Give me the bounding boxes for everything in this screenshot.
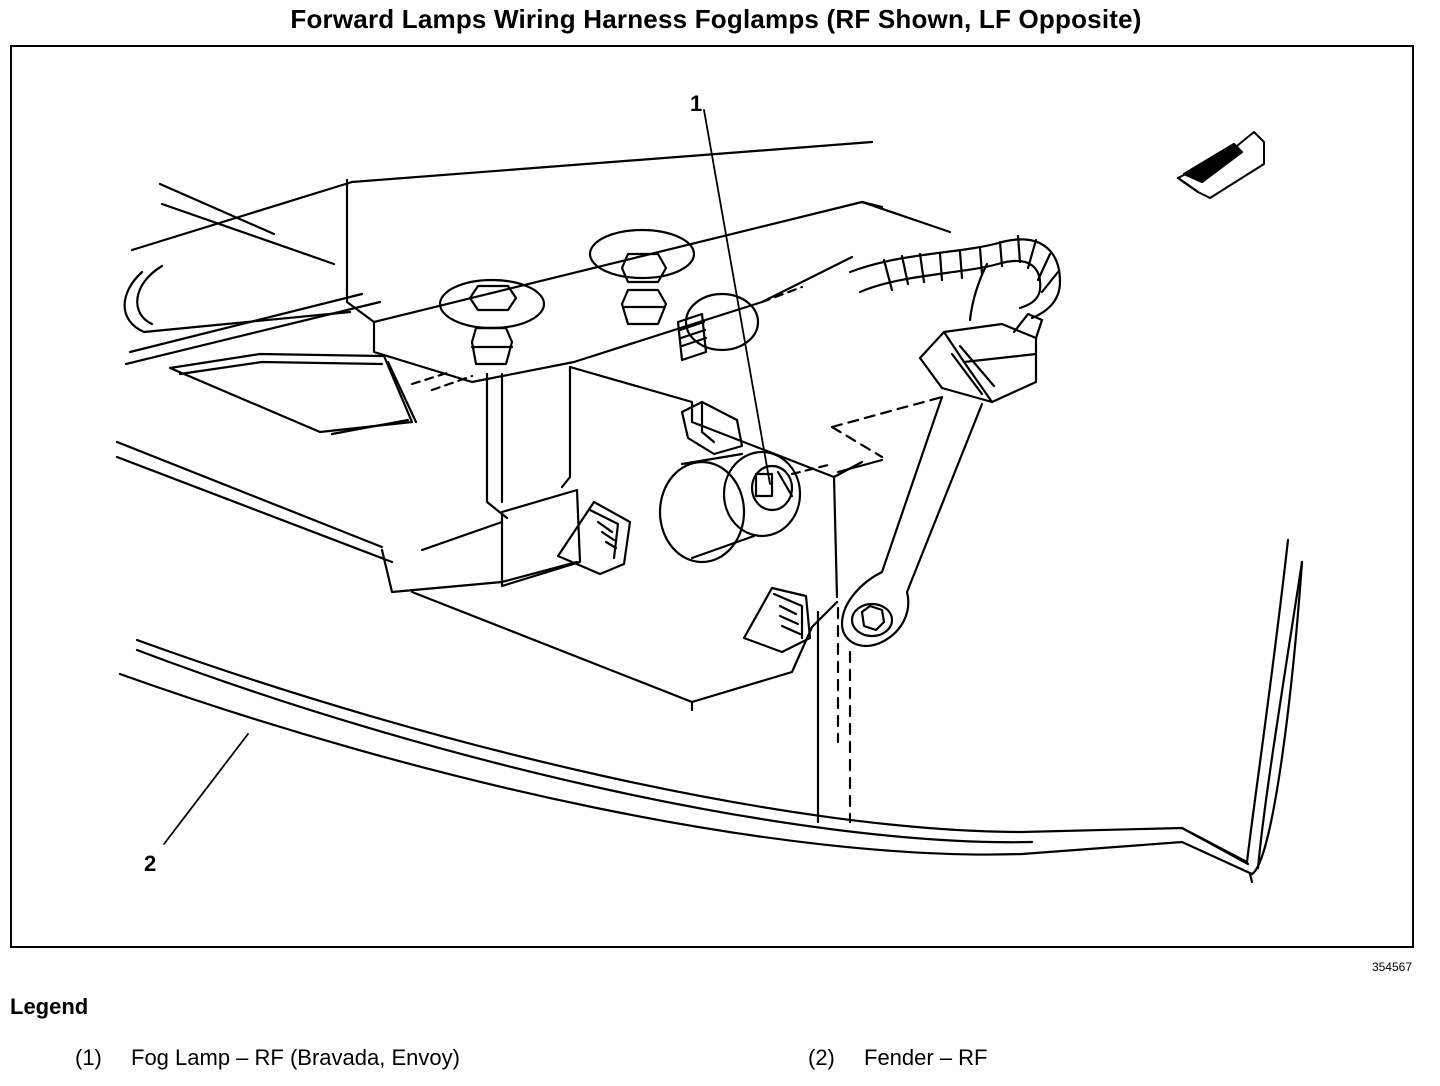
image-id: 354567 xyxy=(1371,960,1412,974)
line-drawing xyxy=(115,109,1304,884)
legend-item-text: Fog Lamp – RF (Bravada, Envoy) xyxy=(131,1045,460,1070)
legend-title: Legend xyxy=(10,994,89,1019)
legend-item-number: (1) xyxy=(75,1045,102,1070)
diagram-frame: 1 2 xyxy=(10,45,1414,948)
legend-item-text: Fender – RF xyxy=(864,1045,988,1070)
legend-item-2: (2) Fender – RF xyxy=(808,1045,988,1071)
legend-item-1: (1) Fog Lamp – RF (Bravada, Envoy) xyxy=(75,1045,460,1071)
callout-label-2: 2 xyxy=(144,851,157,876)
callout-label-1: 1 xyxy=(690,91,703,116)
legend-item-number: (2) xyxy=(808,1045,835,1070)
diagram-title: Forward Lamps Wiring Harness Foglamps (R… xyxy=(290,4,1142,34)
